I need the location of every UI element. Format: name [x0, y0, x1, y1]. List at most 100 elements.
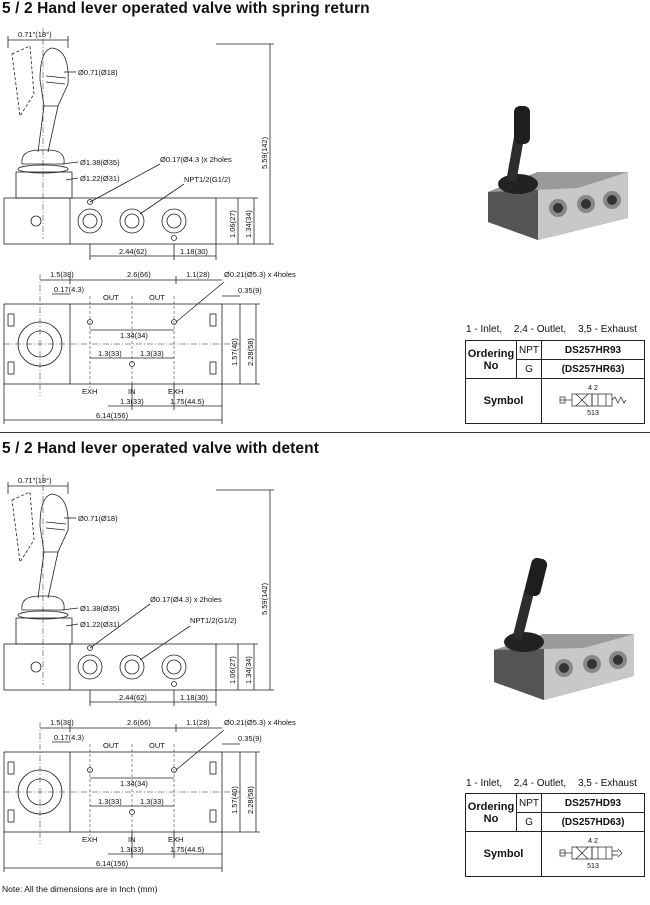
section-detent: 5 / 2 Hand lever operated valve with det…: [0, 440, 650, 880]
valve-photo: [494, 557, 634, 700]
dim-w156: 6.14(156): [96, 859, 129, 868]
symbol-ports-top: 4 2: [588, 837, 598, 845]
npt-label: NPT: [516, 793, 542, 813]
legend-exhaust: 3,5 - Exhaust: [577, 778, 637, 789]
label-exh-1: EXH: [82, 835, 97, 844]
npt-code: DS257HR93: [541, 340, 645, 360]
g-code: (DS257HR63): [541, 359, 645, 379]
valve-photo: [488, 106, 628, 240]
npt-label: NPT: [516, 340, 542, 360]
dim-w9: 0.35(9): [238, 286, 262, 295]
symbol-label: Symbol: [465, 378, 542, 424]
dim-boot: Ø1.38(Ø35): [80, 604, 120, 613]
dim-base: Ø1.22(Ø31): [80, 174, 120, 183]
label-out-2: OUT: [149, 293, 165, 302]
dim-angle: 0.71"(18°): [18, 476, 52, 485]
dim-w33-a: 1.3(33): [98, 797, 122, 806]
valve-symbol-icon: [559, 846, 623, 859]
dim-height: 5.59(142): [260, 582, 269, 615]
dim-holes: Ø0.17(Ø4.3 )x 2holes: [160, 155, 232, 164]
section-spring-return: 5 / 2 Hand lever operated valve with spr…: [0, 0, 650, 432]
dim-w34: 1.34(34): [120, 779, 148, 788]
dim-w66: 2.6(66): [127, 270, 151, 279]
section-title: 5 / 2 Hand lever operated valve with det…: [2, 440, 319, 457]
dim-w62: 2.44(62): [119, 693, 147, 702]
dim-w43: 0.17(4.3): [54, 285, 85, 294]
dim-h58: 2.28(58): [246, 786, 255, 814]
top-view-drawing: 1.5(38) 2.6(66) 1.1(28) Ø0.21(Ø5.3) x 4h…: [3, 718, 296, 872]
dim-w34: 1.34(34): [120, 331, 148, 340]
dim-holes4: Ø0.21(Ø5.3) x 4holes: [224, 718, 296, 727]
dim-w28: 1.1(28): [186, 718, 210, 727]
legend-outlet: 2,4 - Outlet,: [513, 778, 567, 789]
side-view-drawing: 0.71"(18°) Ø0.71(Ø18) Ø1.38(Ø35) Ø1.22(Ø…: [3, 474, 274, 706]
dim-grip: Ø0.71(Ø18): [78, 514, 118, 523]
dim-w445: 1.75(44.5): [170, 397, 205, 406]
dim-w62: 2.44(62): [119, 247, 147, 256]
label-exh-2: EXH: [168, 835, 183, 844]
ordering-header: Ordering No: [465, 793, 517, 832]
g-code: (DS257HD63): [541, 812, 645, 832]
dim-h34: 1.34(34): [244, 656, 253, 684]
dim-npt: NPT1/2(G1/2): [184, 175, 231, 184]
label-exh-1: EXH: [82, 387, 97, 396]
label-in: IN: [128, 387, 136, 396]
dim-w33-b: 1.3(33): [140, 349, 164, 358]
ordering-header: Ordering No: [465, 340, 517, 379]
side-view-drawing: 0.71"(18°) Ø0.71(Ø18) Ø1.38(Ø35) Ø1.22(Ø…: [3, 28, 274, 260]
legend-outlet: 2,4 - Outlet,: [513, 324, 567, 335]
dim-h40: 1.57(40): [230, 338, 239, 366]
dim-holes4: Ø0.21(Ø5.3) x 4holes: [224, 270, 296, 279]
dim-w30: 1.18(30): [180, 247, 208, 256]
dim-w28: 1.1(28): [186, 270, 210, 279]
port-legend: 1 - Inlet, 2,4 - Outlet, 3,5 - Exhaust: [466, 324, 646, 335]
dim-h27: 1.06(27): [228, 210, 237, 238]
dim-base: Ø1.22(Ø31): [80, 620, 120, 629]
section-title: 5 / 2 Hand lever operated valve with spr…: [2, 0, 370, 17]
dim-w66: 2.6(66): [127, 718, 151, 727]
label-in: IN: [128, 835, 136, 844]
g-label: G: [516, 812, 542, 832]
dim-h27: 1.06(27): [228, 656, 237, 684]
dim-height: 5.59(142): [260, 136, 269, 169]
legend-exhaust: 3,5 - Exhaust: [577, 324, 637, 335]
dim-w445: 1.75(44.5): [170, 845, 205, 854]
dim-grip: Ø0.71(Ø18): [78, 68, 118, 77]
port-legend: 1 - Inlet, 2,4 - Outlet, 3,5 - Exhaust: [466, 778, 646, 789]
dim-holes: Ø0.17(Ø4.3) x 2holes: [150, 595, 222, 604]
dim-npt: NPT1/2(G1/2): [190, 616, 237, 625]
dim-w30: 1.18(30): [180, 693, 208, 702]
dim-w33-a: 1.3(33): [98, 349, 122, 358]
valve-symbol-icon: [559, 393, 627, 406]
dim-w33-b: 1.3(33): [140, 797, 164, 806]
dim-angle: 0.71"(18°): [18, 30, 52, 39]
symbol-label: Symbol: [465, 831, 542, 877]
top-view-drawing: 1.5(38) 2.6(66) 1.1(28) Ø0.21(Ø5.3) x 4h…: [3, 270, 296, 424]
symbol-ports-bottom: 513: [587, 409, 599, 417]
symbol-cell: 4 2 513: [541, 831, 645, 877]
dim-boot: Ø1.38(Ø35): [80, 158, 120, 167]
dim-w43: 0.17(4.3): [54, 733, 85, 742]
section-divider: [0, 432, 650, 433]
ordering-table: Ordering No NPT DS257HD93 G (DS257HD63) …: [465, 793, 645, 877]
dimensions-note: Note: All the dimensions are in Inch (mm…: [2, 884, 158, 894]
dim-h34: 1.34(34): [244, 210, 253, 238]
g-label: G: [516, 359, 542, 379]
ordering-table: Ordering No NPT DS257HR93 G (DS257HR63) …: [465, 340, 645, 424]
symbol-ports-bottom: 513: [587, 862, 599, 870]
label-out-2: OUT: [149, 741, 165, 750]
label-out-1: OUT: [103, 293, 119, 302]
dim-h58: 2.28(58): [246, 338, 255, 366]
symbol-cell: 4 2 513: [541, 378, 645, 424]
label-exh-2: EXH: [168, 387, 183, 396]
legend-inlet: 1 - Inlet,: [466, 324, 503, 335]
legend-inlet: 1 - Inlet,: [466, 778, 503, 789]
dim-w33-c: 1.3(33): [120, 397, 144, 406]
dim-w9: 0.35(9): [238, 734, 262, 743]
dim-h40: 1.57(40): [230, 786, 239, 814]
symbol-ports-top: 4 2: [588, 384, 598, 392]
dim-w38: 1.5(38): [50, 270, 74, 279]
label-out-1: OUT: [103, 741, 119, 750]
dim-w156: 6.14(156): [96, 411, 129, 420]
npt-code: DS257HD93: [541, 793, 645, 813]
